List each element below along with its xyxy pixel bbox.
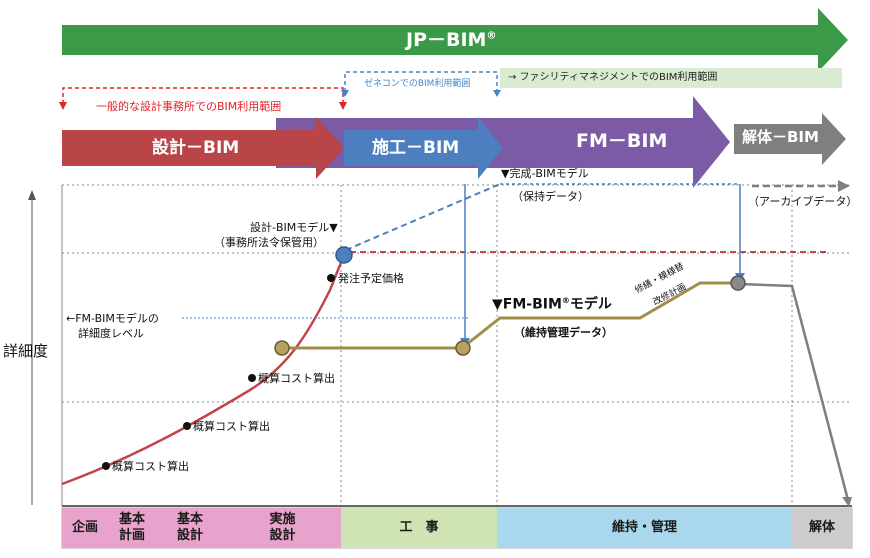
office-scope-arrowhead-left — [59, 102, 67, 110]
phase-planning: 企画 — [62, 508, 108, 548]
phase-demolition: 解体 — [792, 508, 852, 548]
milestone-label: 概算コスト算出 — [193, 420, 270, 433]
gc-scope-label: ゼネコンでのBIM利用範囲 — [364, 79, 471, 89]
construction-bim-label: 施工－BIM — [372, 138, 460, 158]
milestone-label: 発注予定価格 — [338, 272, 404, 285]
office-scope-bracket — [62, 87, 344, 104]
design-model-label: 設計-BIMモデル▼ — [250, 221, 338, 234]
archive-data-label: （アーカイブデータ） — [748, 195, 858, 208]
jp-bim-label: JP－BIM® — [406, 31, 496, 50]
office-scope-arrowhead-right — [339, 102, 347, 110]
retained-data-label: （保持データ） — [512, 190, 589, 203]
office-scope-label: 一般的な設計事務所でのBIM利用範囲 — [96, 100, 282, 113]
registered-mark: ® — [486, 30, 497, 42]
design-model-note: （事務所法令保管用） — [214, 236, 324, 249]
milestone-dot — [248, 374, 256, 382]
milestone-dot — [183, 422, 191, 430]
phase-construction: 工 事 — [341, 508, 497, 548]
fm-bim-label: FM－BIM — [576, 130, 668, 152]
arrowhead — [842, 497, 852, 507]
maintenance-data-label: （維持管理データ） — [514, 326, 613, 339]
milestone-dot — [327, 274, 335, 282]
demolition-bim-arrow — [734, 113, 846, 165]
milestone-dot — [102, 462, 110, 470]
phase-maintenance: 維持・管理 — [497, 508, 792, 548]
arrowhead — [838, 180, 850, 192]
fm-level-label-line1: ←FM-BIMモデルの — [66, 312, 159, 325]
y-axis-label: 詳細度 — [3, 342, 49, 360]
design-to-complete-dashed — [345, 183, 501, 251]
demolition-line — [739, 282, 850, 501]
construction-bim-arrow — [344, 117, 503, 179]
fm-scope-label: → ファシリティマネジメントでのBIM利用範囲 — [508, 72, 718, 83]
fm-scope-band — [500, 68, 842, 88]
phase-basic-planning: 基本 計画 — [108, 508, 156, 548]
gc-scope-arrowhead-left — [341, 90, 349, 97]
design-curve — [61, 254, 346, 486]
fm-model-tail: モデル — [569, 296, 612, 313]
arrowhead — [28, 190, 36, 200]
gc-scope-arrowhead-right — [493, 90, 501, 97]
milestone-label: 概算コスト算出 — [112, 460, 189, 473]
design-bim-arrow — [62, 117, 344, 179]
demolition-bim-label: 解体－BIM — [742, 128, 819, 146]
registered-mark: ® — [561, 296, 570, 305]
gc-scope-bracket — [344, 71, 498, 92]
fm-line — [282, 281, 738, 350]
phase-basic-design: 基本 設計 — [156, 508, 224, 548]
fm-model-text: ▼FM-BIM — [492, 296, 562, 313]
complete-model-label: ▼完成-BIMモデル — [501, 167, 589, 180]
node-design-model — [335, 246, 353, 264]
jp-bim-arrow — [62, 8, 848, 72]
node-fm-end — [730, 275, 746, 291]
milestone-label: 概算コスト算出 — [258, 372, 335, 385]
design-bim-label: 設計－BIM — [152, 138, 240, 158]
node-fm-start — [274, 340, 290, 356]
phase-detail-design: 実施 設計 — [224, 508, 341, 548]
fm-level-label-line2: 詳細度レベル — [78, 327, 144, 340]
fm-model-label: ▼FM-BIM®モデル — [492, 297, 612, 312]
node-construction-end — [455, 340, 471, 356]
jp-bim-text: JP－BIM — [406, 29, 487, 51]
